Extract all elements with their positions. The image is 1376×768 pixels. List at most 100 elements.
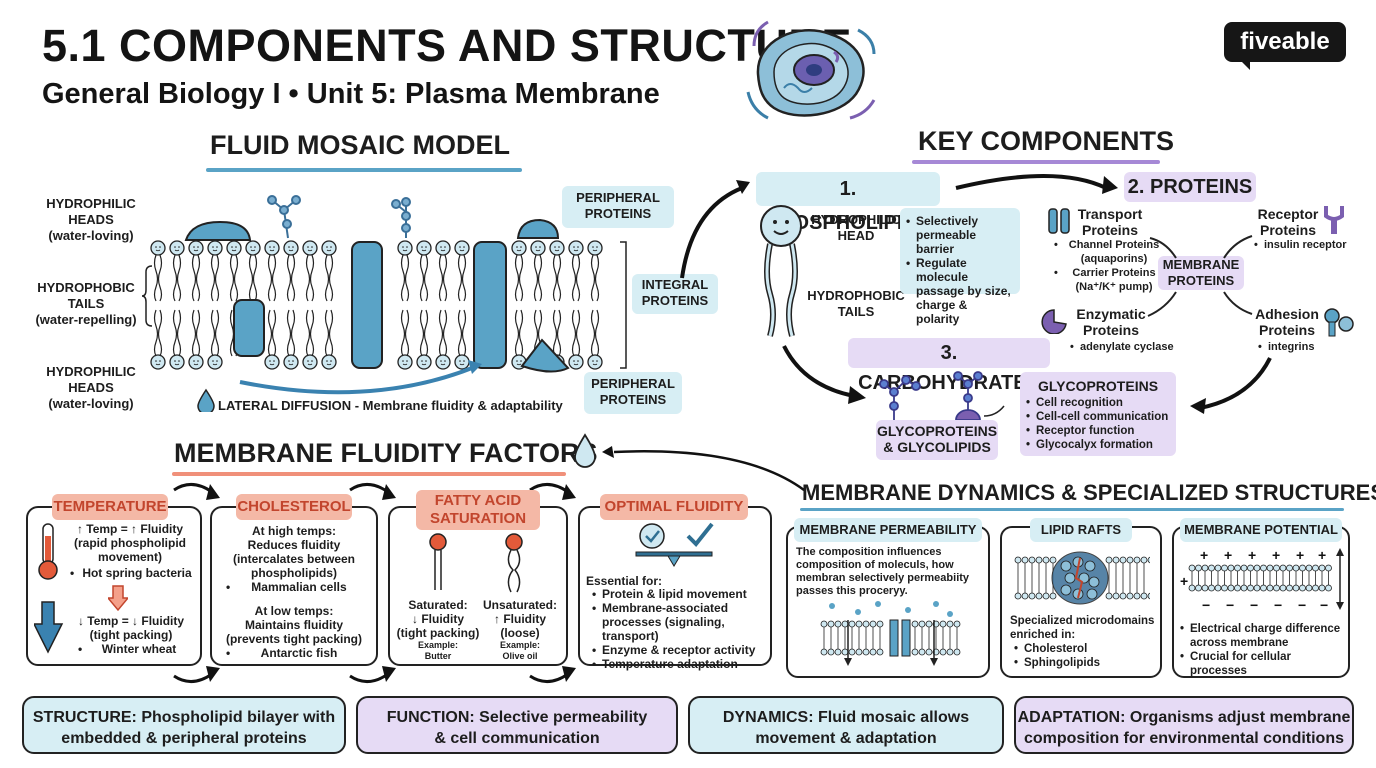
- adhesion-items: integrins: [1258, 340, 1358, 354]
- phospholipid-head: [264, 240, 280, 256]
- phospholipid-head: [302, 240, 318, 256]
- mini-lipid-head: [827, 648, 835, 656]
- mini-lipid-head: [862, 620, 870, 628]
- adhesion-protein-icon: [1324, 308, 1354, 337]
- glycoproteins-box-title: GLYCOPROTEINS: [1037, 378, 1159, 394]
- raft-item: Sphingolipids: [1014, 656, 1154, 670]
- phospholipid-tail: [457, 254, 467, 302]
- hydrophobic-label: HYDROPHOBIC TAILS (water-repelling): [35, 280, 137, 327]
- temp-up-item: Hot spring bacteria: [70, 566, 194, 580]
- phospholipids-title: 1. PHOSPHOLIPIDS: [756, 172, 940, 234]
- phospholipid-tail: [419, 254, 429, 302]
- saturated-example: Example: Butter: [417, 640, 459, 661]
- temp-down-bullet: Winter wheat: [78, 642, 190, 656]
- phospholipid-head: [511, 240, 527, 256]
- permeability-icon: [820, 601, 961, 666]
- svg-text:+: +: [1296, 547, 1304, 563]
- thermometer-icon: [34, 523, 64, 654]
- phospholipid-head: [169, 354, 185, 370]
- lipid-raft-icon: [1014, 551, 1150, 605]
- phospholipid-tail: [400, 254, 410, 302]
- mini-lipid-head: [1035, 592, 1043, 600]
- phospholipid-tail: [514, 254, 524, 302]
- phospholipid-head: [226, 240, 242, 256]
- receptor-items: insulin receptor: [1254, 238, 1364, 252]
- mini-lipid-head: [1188, 564, 1196, 572]
- lipid-rafts-title: LIPID RAFTS: [1030, 518, 1132, 542]
- phospholipid-icon: [760, 205, 802, 337]
- mini-lipid-head: [1312, 564, 1319, 572]
- unsaturated-example: Example: Olive oil: [499, 640, 541, 661]
- fiveable-logo[interactable]: fiveable: [1224, 22, 1346, 62]
- temp-up-text: ↑ Temp = ↑ Fluidity (rapid phospholipid …: [74, 522, 186, 564]
- phospholipid-tail: [191, 254, 201, 302]
- phospholipid-tail: [153, 309, 163, 357]
- mini-lipid-head: [1119, 592, 1127, 600]
- optimal-item: Protein & lipid movement: [592, 587, 772, 601]
- phospholipid-tail: [419, 309, 429, 357]
- mini-lipid-head: [834, 620, 842, 628]
- mini-lipid-head: [1221, 584, 1228, 592]
- cholesterol-low-item: Antarctic fish: [226, 646, 362, 660]
- phospholipid-head: [169, 240, 185, 256]
- mini-lipid-head: [1140, 556, 1148, 564]
- svg-text:−: −: [1250, 597, 1258, 613]
- glycoprotein-icon: [879, 371, 1005, 421]
- cholesterol-title: CHOLESTEROL: [236, 494, 352, 520]
- optimal-item: Temperature adaptation: [592, 657, 772, 671]
- dynamics-underline: [800, 508, 1344, 511]
- mini-lipid-head: [1201, 564, 1209, 572]
- membrane-potential-items: Electrical charge difference across memb…: [1180, 622, 1348, 678]
- svg-text:+: +: [1272, 547, 1280, 563]
- key-components-heading: KEY COMPONENTS: [918, 126, 1175, 156]
- saturated-text: Saturated: ↓ Fluidity (tight packing): [396, 598, 480, 640]
- phospholipid-tail: [191, 309, 201, 357]
- mini-lipid-head: [1105, 556, 1113, 564]
- fluidity-underline: [172, 472, 566, 476]
- mini-lipid-head: [1042, 556, 1050, 564]
- phospholipid-tail: [248, 254, 258, 302]
- permeability-text: The composition influences composition o…: [796, 546, 970, 597]
- svg-text:+: +: [1318, 547, 1326, 563]
- permeability-title: MEMBRANE PERMEABILITY: [794, 518, 982, 542]
- adhesion-proteins-title: Adhesion Proteins: [1255, 306, 1319, 338]
- key-components-underline: [912, 160, 1160, 164]
- mini-lipid-head: [1208, 584, 1215, 592]
- phospholipid-head: [245, 240, 261, 256]
- transport-protein-icon: [1048, 208, 1070, 234]
- mini-lipid-head: [1133, 556, 1141, 564]
- mini-lipid-head: [1049, 556, 1057, 564]
- mini-lipid-head: [1240, 584, 1248, 592]
- phospholipid-head: [207, 240, 223, 256]
- glyco-item: Cell recognition: [1026, 396, 1170, 410]
- phospholipid-tail: [267, 254, 277, 302]
- transport-items: Channel Proteins (aquaporins) Carrier Pr…: [1054, 238, 1164, 294]
- phospholipid-head: [302, 354, 318, 370]
- proteins-title: 2. PROTEINS: [1124, 172, 1256, 202]
- mini-lipid-head: [911, 648, 919, 656]
- raft-item: Cholesterol: [1014, 642, 1154, 656]
- phospholipid-head: [549, 240, 565, 256]
- fatty-acid-icon: [429, 533, 523, 593]
- svg-text:+: +: [1180, 573, 1188, 589]
- mini-lipid-head: [1214, 584, 1222, 592]
- phospholipid-tail: [552, 254, 562, 302]
- fluidity-heading: MEMBRANE FLUIDITY FACTORS: [174, 438, 598, 468]
- mini-lipid-head: [1112, 592, 1120, 600]
- mini-lipid-head: [869, 620, 877, 628]
- cell-icon: [746, 20, 876, 120]
- mini-lipid-head: [1119, 556, 1127, 564]
- phospholipid-tail: [552, 309, 562, 357]
- phospholipid-tail: [590, 309, 600, 357]
- mini-lipid-head: [1195, 564, 1202, 572]
- mini-lipid-head: [820, 620, 828, 628]
- page-subtitle: General Biology I • Unit 5: Plasma Membr…: [42, 78, 660, 110]
- membrane-potential-title: MEMBRANE POTENTIAL: [1180, 518, 1342, 542]
- down-arrow-icon: [108, 585, 128, 612]
- temp-down-text: ↓ Temp = ↓ Fluidity (tight packing): [77, 614, 185, 642]
- svg-text:−: −: [1226, 597, 1234, 613]
- mini-lipid-head: [855, 648, 863, 656]
- water-drop-icon: [574, 433, 596, 468]
- phospholipid-tail: [571, 309, 581, 357]
- cholesterol-high-item: Mammalian cells: [226, 580, 362, 594]
